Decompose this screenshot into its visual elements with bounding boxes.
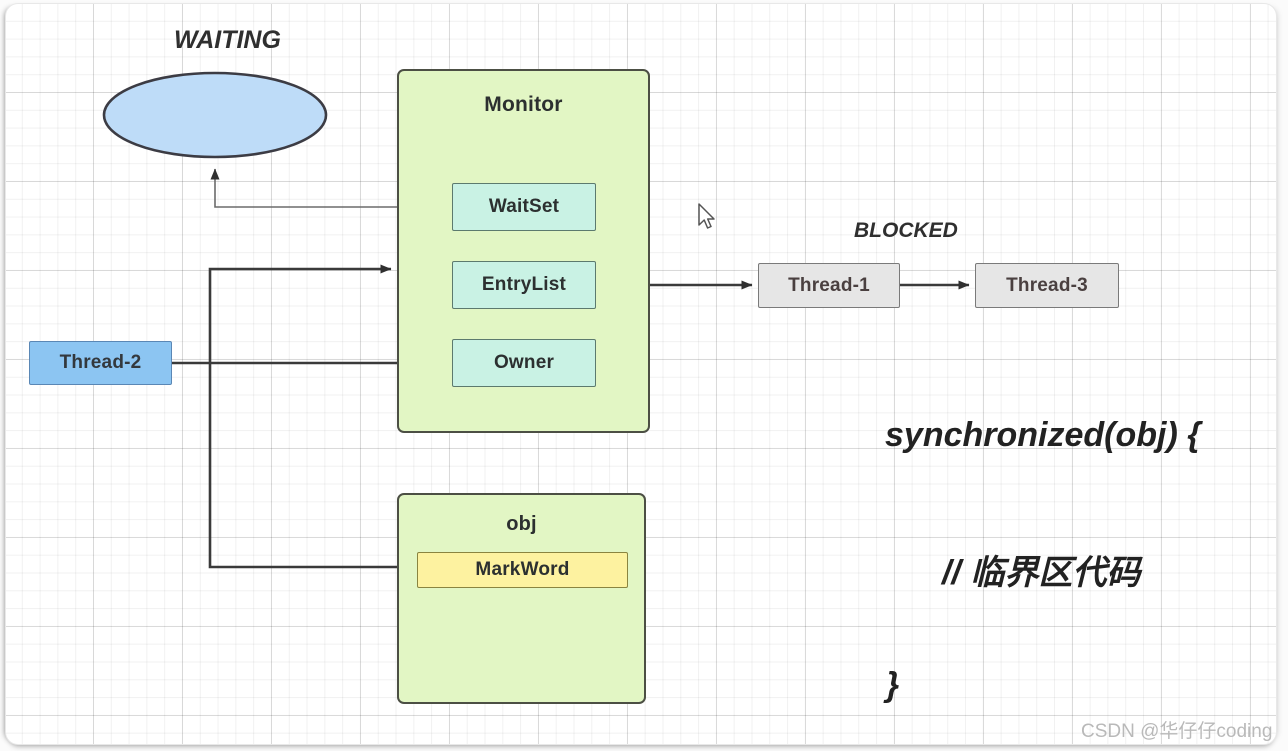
- obj-markword[interactable]: MarkWord: [417, 552, 628, 588]
- diagram-page: WAITING BLOCKED Monitor WaitSet EntryLis…: [6, 4, 1276, 744]
- csdn-watermark: CSDN @华仔仔coding: [1081, 721, 1273, 742]
- obj-markword-label: MarkWord: [475, 559, 570, 580]
- monitor-title: Monitor: [484, 93, 563, 116]
- code-line-comment: // 临界区代码: [942, 554, 1141, 592]
- code-line-synchronized: synchronized(obj) {: [885, 416, 1201, 454]
- monitor-slot-waitset-label: WaitSet: [488, 196, 560, 217]
- thread-box-thread-2-label: Thread-2: [59, 352, 142, 373]
- thread-box-thread-1[interactable]: Thread-1: [758, 263, 900, 308]
- obj-container[interactable]: obj: [397, 493, 646, 704]
- monitor-slot-waitset[interactable]: WaitSet: [452, 183, 596, 231]
- monitor-slot-entrylist-label: EntryList: [481, 274, 567, 295]
- thread-box-thread-1-label: Thread-1: [788, 274, 870, 296]
- thread-box-thread-3[interactable]: Thread-3: [975, 263, 1119, 308]
- obj-title: obj: [506, 513, 537, 535]
- waiting-state-label: WAITING: [174, 26, 281, 54]
- monitor-slot-entrylist[interactable]: EntryList: [452, 261, 596, 309]
- monitor-slot-owner-label: Owner: [493, 352, 555, 373]
- blocked-state-label: BLOCKED: [854, 219, 958, 242]
- monitor-slot-owner[interactable]: Owner: [452, 339, 596, 387]
- thread-box-thread-2[interactable]: Thread-2: [29, 341, 172, 385]
- code-line-close-brace: }: [886, 666, 900, 704]
- thread-box-thread-3-label: Thread-3: [1006, 274, 1088, 296]
